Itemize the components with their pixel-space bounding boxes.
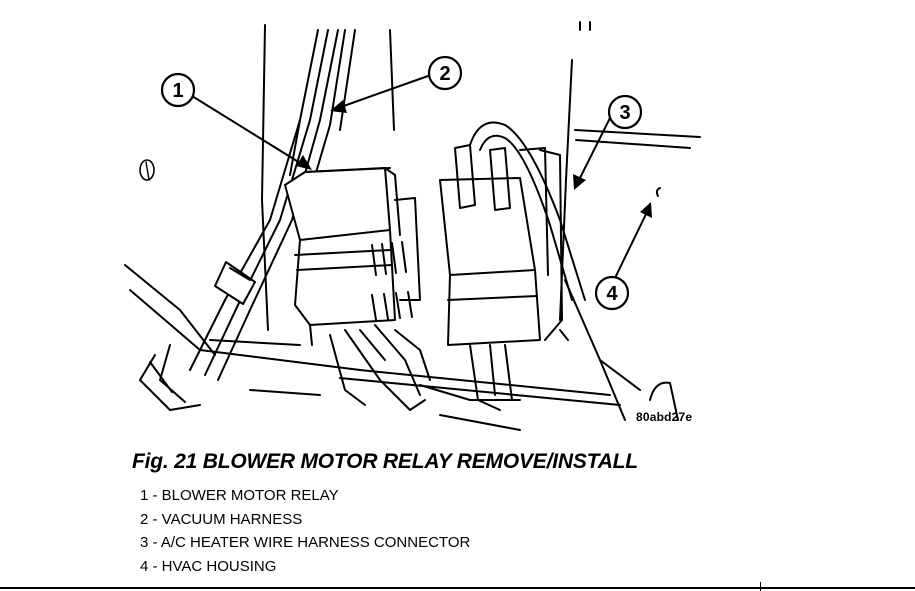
legend-item: 1 - BLOWER MOTOR RELAY xyxy=(140,487,339,504)
bottom-divider-tick xyxy=(760,582,761,591)
callout-circle-1 xyxy=(160,72,196,108)
figure-title: Fig. 21 BLOWER MOTOR RELAY REMOVE/INSTAL… xyxy=(132,450,638,473)
housing-rim xyxy=(574,129,701,138)
legend-item: 4 - HVAC HOUSING xyxy=(140,557,277,575)
leader-3 xyxy=(577,117,611,183)
connector-body xyxy=(439,177,536,276)
callout-circle-3 xyxy=(607,94,643,130)
callout-circle-4 xyxy=(594,275,630,311)
relay-illustration: 1 2 3 4 xyxy=(124,21,701,431)
legend-item: 2 - VACUUM HARNESS xyxy=(140,510,303,528)
bottom-rule xyxy=(0,587,915,589)
legend-item: 3 - A/C HEATER WIRE HARNESS CONNECTOR xyxy=(140,534,471,551)
leader-4 xyxy=(614,209,649,279)
relay-body xyxy=(284,167,391,241)
figure-legend: 1 - BLOWER MOTOR RELAY 2 - VACUUM HARNES… xyxy=(140,484,470,578)
housing-left-edge xyxy=(261,24,269,331)
callout-circle-2 xyxy=(427,55,463,91)
callout-label-2: 2 xyxy=(439,63,450,85)
leader-2 xyxy=(337,75,429,109)
callout-label-3: 3 xyxy=(619,102,630,124)
leader-1 xyxy=(191,95,306,167)
callout-label-4: 4 xyxy=(606,283,618,305)
screw-hole xyxy=(139,159,155,181)
figure-code: 80abd27e xyxy=(636,410,693,424)
housing-rim-2 xyxy=(575,139,691,149)
callout-label-1: 1 xyxy=(172,80,183,102)
housing-top-line xyxy=(389,29,395,131)
